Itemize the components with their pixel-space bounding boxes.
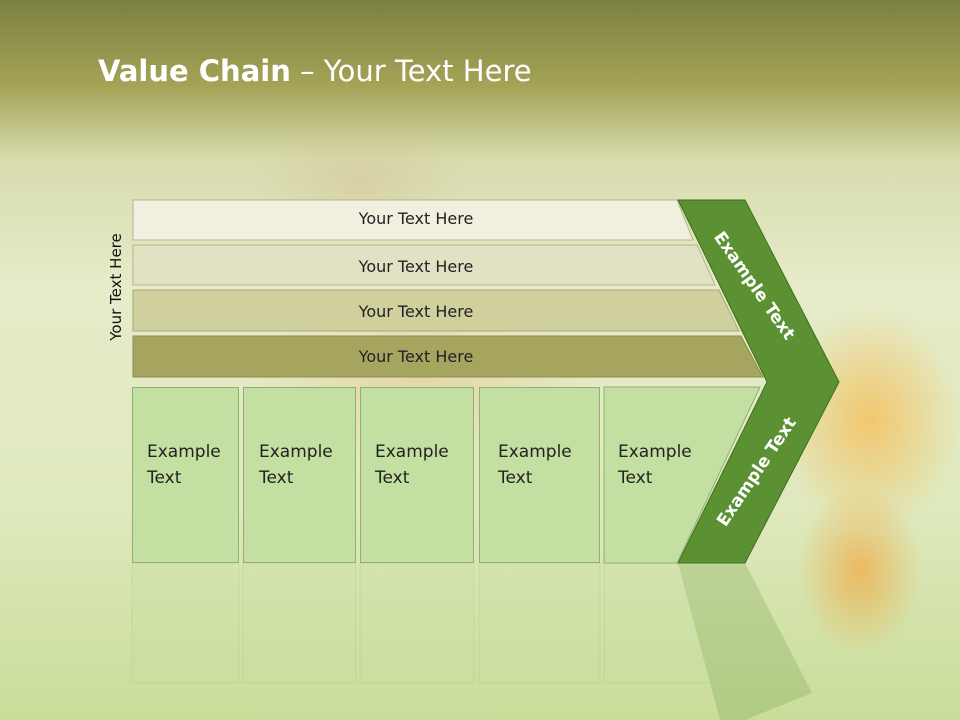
bar-1 bbox=[132, 199, 694, 241]
bar-4-label: Your Text Here bbox=[358, 347, 474, 366]
bar-4 bbox=[132, 335, 764, 378]
title-bold: Value Chain bbox=[98, 54, 291, 88]
cell-3 bbox=[360, 387, 474, 563]
cell-4 bbox=[479, 387, 600, 563]
bar-2-label: Your Text Here bbox=[358, 257, 474, 276]
cell-2 bbox=[243, 387, 356, 563]
bar-2 bbox=[132, 244, 716, 286]
title-rest: – Your Text Here bbox=[290, 54, 532, 88]
chevron-arrow bbox=[677, 199, 840, 564]
bar-1-label: Your Text Here bbox=[358, 209, 474, 228]
bar-3 bbox=[132, 289, 740, 332]
slide-title: Value Chain – Your Text Here bbox=[98, 54, 532, 88]
cell-1 bbox=[132, 387, 239, 563]
reflection-shapes bbox=[131, 563, 812, 720]
reflection bbox=[0, 563, 960, 720]
bar-3-label: Your Text Here bbox=[358, 302, 474, 321]
cell-5-shape bbox=[603, 386, 761, 564]
